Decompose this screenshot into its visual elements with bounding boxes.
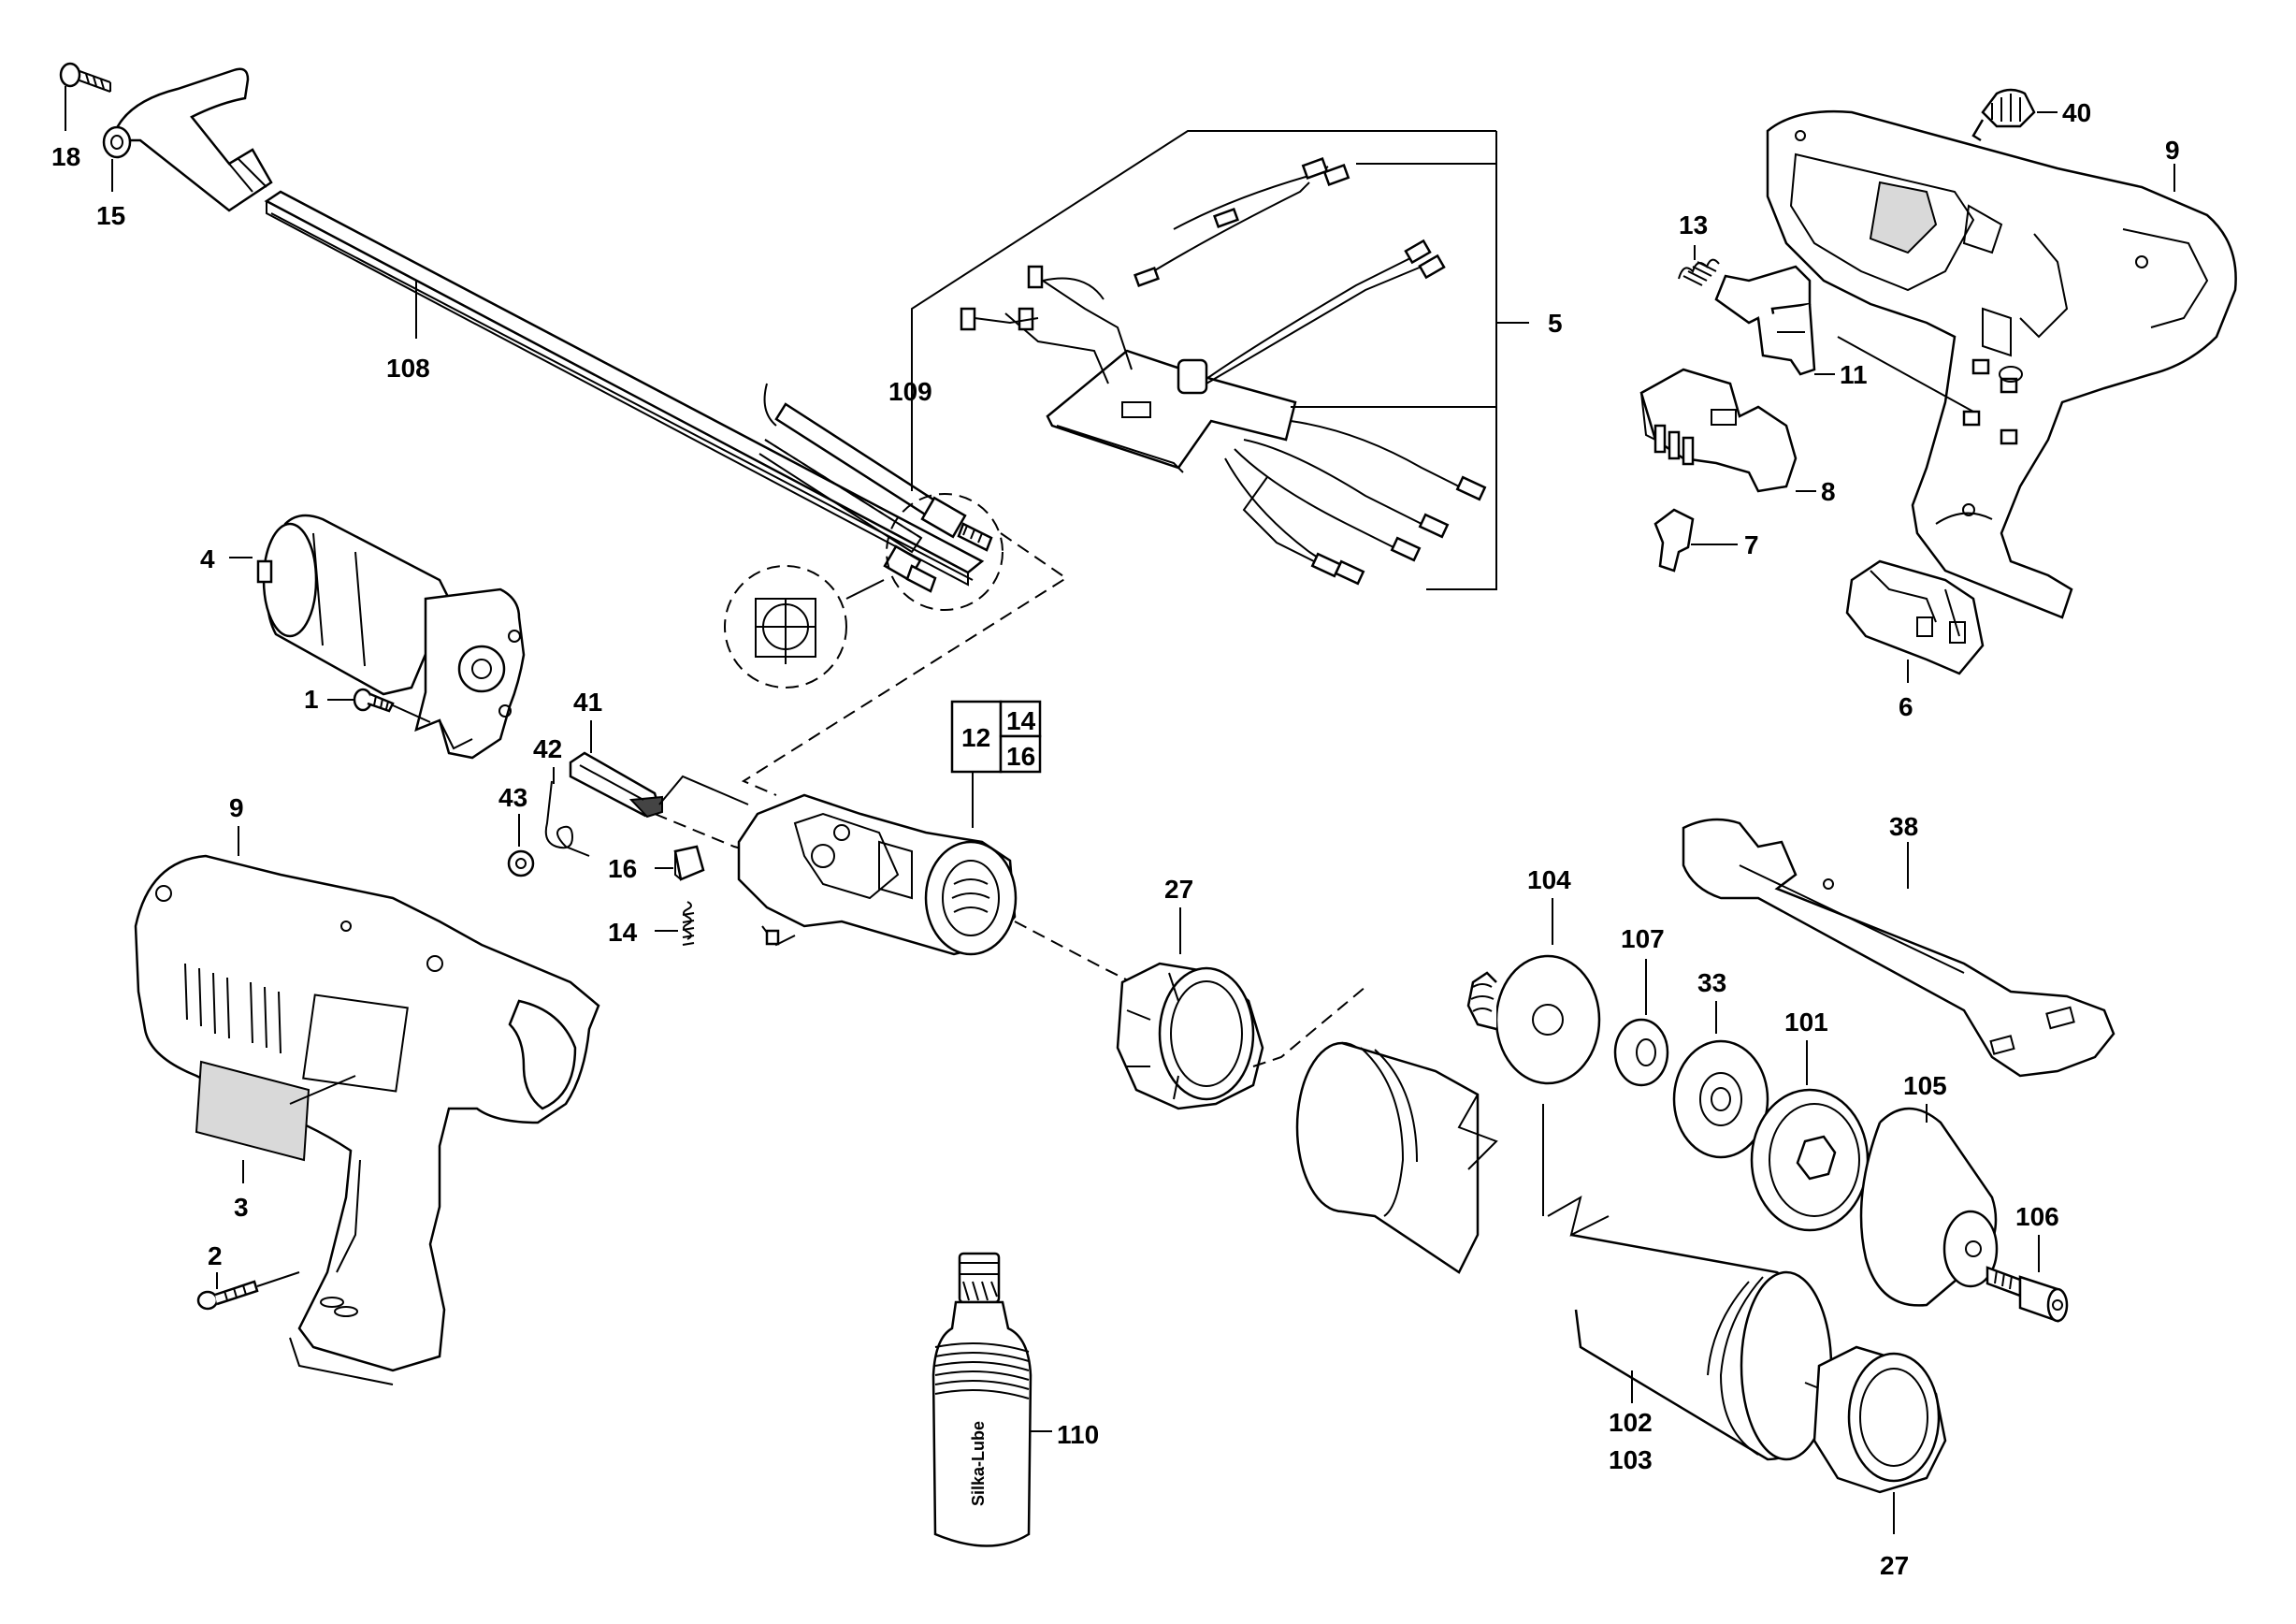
part-5-wiring-harness bbox=[960, 157, 1487, 586]
part-12-gearbox bbox=[737, 793, 1018, 956]
callout-41: 41 bbox=[573, 688, 602, 717]
callout-5: 5 bbox=[1548, 309, 1563, 338]
callout-4: 4 bbox=[200, 544, 215, 573]
callout-9-right: 9 bbox=[2165, 136, 2180, 165]
part-101-piston-plate bbox=[1750, 1088, 1870, 1232]
callout-43: 43 bbox=[498, 783, 527, 812]
part-43-circlip bbox=[507, 849, 535, 877]
part-1-screw bbox=[353, 688, 431, 723]
callout-110: 110 bbox=[1057, 1420, 1099, 1449]
part-38-spanner bbox=[1682, 818, 2115, 1078]
part-109-rack-end bbox=[724, 383, 1004, 689]
part-8-switch bbox=[1639, 368, 1798, 493]
callout-8: 8 bbox=[1821, 477, 1836, 506]
part-27-union-nut bbox=[1116, 962, 1264, 1110]
callout-1: 1 bbox=[304, 685, 319, 714]
part-11-trigger bbox=[1714, 265, 1816, 376]
callout-103: 103 bbox=[1609, 1445, 1653, 1474]
callout-102: 102 bbox=[1609, 1408, 1653, 1437]
part-42-spring bbox=[544, 780, 590, 857]
part-4-motor bbox=[256, 514, 526, 760]
part-27-union-nut-lower bbox=[1812, 1345, 1947, 1494]
callout-27-top: 27 bbox=[1164, 875, 1193, 904]
callout-42: 42 bbox=[533, 734, 562, 763]
callout-101: 101 bbox=[1784, 1008, 1828, 1037]
callout-108: 108 bbox=[386, 354, 430, 383]
callout-18: 18 bbox=[51, 142, 80, 171]
part-102-103-cartridge-tube bbox=[1295, 1041, 1833, 1461]
callout-107: 107 bbox=[1621, 924, 1665, 953]
callout-3: 3 bbox=[234, 1193, 249, 1222]
part-9-housing-left bbox=[134, 854, 600, 1385]
callout-7: 7 bbox=[1744, 530, 1759, 559]
callout-11: 11 bbox=[1840, 360, 1868, 389]
part-110-lube-bottle: Silka-Lube bbox=[931, 1252, 1032, 1547]
part-9-housing-right bbox=[1766, 109, 2237, 619]
part-40-knob bbox=[1971, 88, 2036, 142]
callout-14: 14 bbox=[608, 918, 638, 947]
part-15-pull-handle bbox=[102, 67, 273, 212]
kit-label-12: 12 bbox=[961, 723, 990, 752]
callout-106: 106 bbox=[2015, 1202, 2059, 1231]
callout-105: 105 bbox=[1903, 1071, 1947, 1100]
kit-label-16: 16 bbox=[1006, 742, 1035, 771]
part-3-label bbox=[195, 1060, 310, 1162]
part-2-screw bbox=[196, 1271, 300, 1311]
callout-33: 33 bbox=[1697, 968, 1726, 997]
callout-13: 13 bbox=[1679, 210, 1708, 239]
callout-2: 2 bbox=[208, 1241, 223, 1270]
bottle-label-text: Silka-Lube bbox=[969, 1421, 988, 1506]
callout-104: 104 bbox=[1527, 865, 1571, 894]
part-104-piston-disc bbox=[1466, 954, 1601, 1085]
part-106-cap-screw bbox=[1986, 1266, 2069, 1323]
callout-109: 109 bbox=[888, 377, 932, 406]
part-13-spring bbox=[1678, 258, 1720, 286]
callout-40: 40 bbox=[2062, 98, 2091, 127]
part-41-lever bbox=[569, 751, 663, 819]
part-16-block bbox=[673, 845, 705, 881]
callout-9-left: 9 bbox=[229, 793, 244, 822]
callout-15: 15 bbox=[96, 201, 125, 230]
part-14-spring bbox=[682, 901, 695, 946]
part-108-toothed-rack bbox=[264, 190, 985, 587]
kit-label-14: 14 bbox=[1006, 706, 1036, 735]
part-18-screw bbox=[59, 62, 111, 93]
part-6-battery-contact bbox=[1845, 559, 1985, 675]
callout-6: 6 bbox=[1899, 692, 1913, 721]
callout-16: 16 bbox=[608, 854, 637, 883]
part-7-slide-button bbox=[1653, 508, 1695, 573]
part-107-ring bbox=[1613, 1018, 1669, 1087]
callout-27-bottom: 27 bbox=[1880, 1551, 1909, 1580]
kit-box-12-14-16 bbox=[950, 700, 1042, 774]
part-33-washer bbox=[1672, 1039, 1769, 1159]
part-105-nozzle-cap bbox=[1859, 1107, 1999, 1307]
callout-38: 38 bbox=[1889, 812, 1918, 841]
